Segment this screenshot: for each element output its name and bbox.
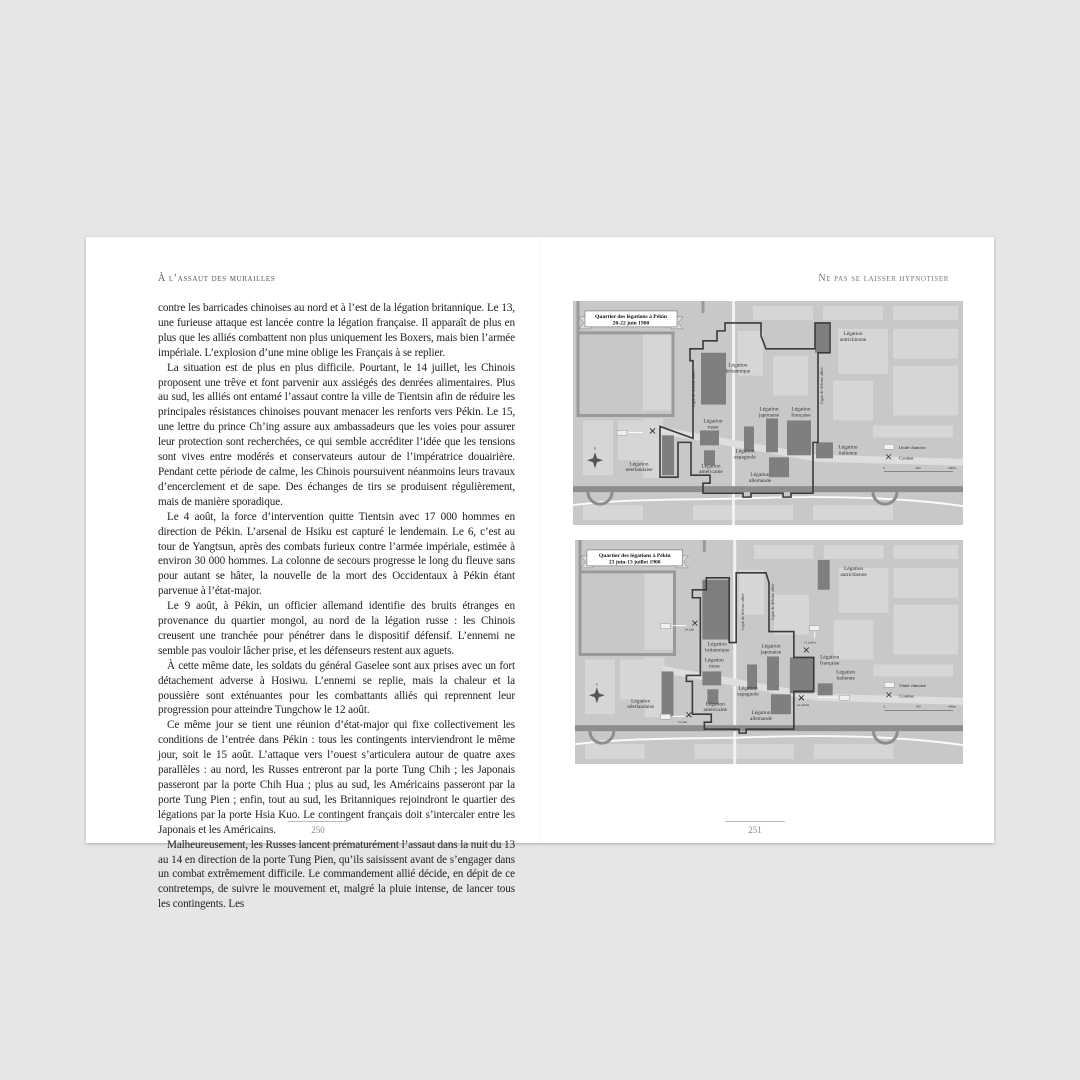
- svg-text:Légation: Légation: [836, 669, 855, 675]
- compass-rose-icon: N: [587, 446, 603, 469]
- svg-text:britannique: britannique: [726, 369, 751, 375]
- svg-text:200: 200: [915, 466, 920, 470]
- svg-text:Quartier des légations à Pékin: Quartier des légations à Pékin: [595, 314, 668, 320]
- svg-text:allemande: allemande: [749, 478, 772, 484]
- svg-text:23 juin-13 juillet 1900: 23 juin-13 juillet 1900: [609, 559, 661, 565]
- map-legations-june-23-july-13: 24 juin 13 juillet 1er juillet 23 juin N…: [575, 540, 963, 764]
- svg-text:N: N: [594, 446, 597, 450]
- svg-text:Légation: Légation: [761, 644, 780, 650]
- svg-text:24 juin: 24 juin: [685, 628, 695, 632]
- paragraph: À cette même date, les soldats du généra…: [158, 659, 515, 717]
- svg-text:200: 200: [916, 705, 921, 709]
- svg-text:néerlandaise: néerlandaise: [627, 704, 654, 710]
- svg-text:Légation: Légation: [752, 710, 771, 716]
- svg-text:russe: russe: [709, 663, 721, 669]
- paragraph: Malheureusement, les Russes lancent prém…: [158, 838, 515, 911]
- svg-text:0: 0: [884, 705, 886, 709]
- paragraph: Le 4 août, la force d’intervention quitt…: [158, 510, 515, 598]
- book-spread: À l’assaut des murailles Ne pas se laiss…: [86, 237, 994, 910]
- page-number-right: 251: [725, 821, 785, 835]
- svg-text:Légation: Légation: [750, 472, 769, 478]
- svg-text:Légation: Légation: [838, 444, 857, 450]
- svg-text:britannique: britannique: [705, 648, 730, 654]
- svg-text:Légation: Légation: [820, 654, 839, 660]
- svg-text:N: N: [596, 682, 599, 686]
- svg-text:japonaise: japonaise: [760, 649, 782, 655]
- svg-text:23 juin: 23 juin: [678, 720, 688, 724]
- map-legend: Unité chinoise Combat 0 200 400m: [884, 682, 956, 711]
- svg-text:Unité chinoise: Unité chinoise: [899, 445, 926, 450]
- svg-text:Légation: Légation: [703, 418, 722, 424]
- svg-text:américaine: américaine: [704, 707, 728, 713]
- svg-text:Légation: Légation: [706, 701, 725, 707]
- map-legations-june-20-22: N Quartier des légations à Pékin 20-22 j…: [573, 301, 963, 525]
- svg-text:13 juillet: 13 juillet: [804, 641, 816, 645]
- svg-text:Légation: Légation: [739, 685, 758, 691]
- paragraph: contre les barricades chinoises au nord …: [158, 302, 515, 359]
- svg-text:Légation: Légation: [791, 407, 810, 413]
- svg-text:Légation: Légation: [629, 461, 648, 467]
- svg-text:Légation: Légation: [735, 448, 754, 454]
- svg-text:Légation: Légation: [701, 463, 720, 469]
- svg-text:Combat: Combat: [899, 693, 914, 698]
- svg-text:Légation: Légation: [708, 642, 727, 648]
- chinese-unit-icon: [616, 430, 628, 436]
- paragraph: La situation est de plus en plus diffici…: [158, 361, 515, 508]
- svg-text:400m: 400m: [948, 705, 956, 709]
- combat-icon: [686, 620, 810, 718]
- svg-text:Légation: Légation: [843, 331, 862, 337]
- svg-text:japonaise: japonaise: [758, 412, 780, 418]
- running-head-right: Ne pas se laisser hypnotiser: [818, 273, 949, 284]
- svg-text:autrichienne: autrichienne: [840, 572, 867, 578]
- running-head-left: À l’assaut des murailles: [158, 273, 276, 284]
- svg-text:espagnole: espagnole: [737, 691, 759, 697]
- svg-text:Légation: Légation: [728, 363, 747, 369]
- svg-text:Légation: Légation: [759, 407, 778, 413]
- svg-text:Ligne de défense alliée: Ligne de défense alliée: [740, 593, 745, 630]
- map-title-banner: Quartier des légations à Pékin 20-22 jui…: [578, 310, 684, 330]
- compass-rose-icon: N: [588, 682, 605, 704]
- paragraph: Le 9 août, à Pékin, un officier allemand…: [158, 600, 515, 657]
- svg-text:Quartier des légations à Pékin: Quartier des légations à Pékin: [599, 553, 671, 559]
- svg-text:0: 0: [883, 466, 885, 470]
- svg-text:russe: russe: [707, 424, 719, 430]
- svg-text:autrichienne: autrichienne: [840, 337, 867, 343]
- svg-text:néerlandaise: néerlandaise: [626, 467, 654, 473]
- svg-text:italienne: italienne: [839, 450, 858, 456]
- svg-text:espagnole: espagnole: [734, 454, 756, 460]
- combat-icon: [649, 428, 656, 434]
- page-number-left: 250: [288, 821, 348, 835]
- svg-text:Ligne de défense alliée: Ligne de défense alliée: [691, 370, 696, 407]
- svg-text:Ligne de défense alliée: Ligne de défense alliée: [819, 367, 824, 404]
- svg-text:20-22 juin 1900: 20-22 juin 1900: [613, 320, 650, 326]
- svg-text:allemande: allemande: [750, 716, 773, 722]
- svg-text:Légation: Légation: [705, 657, 724, 663]
- svg-text:Ligne de défense alliée: Ligne de défense alliée: [770, 583, 775, 620]
- svg-text:Unité chinoise: Unité chinoise: [899, 683, 925, 688]
- gutter: [540, 237, 541, 843]
- svg-text:400m: 400m: [948, 466, 956, 470]
- svg-text:Légation: Légation: [844, 566, 863, 572]
- svg-text:française: française: [820, 659, 840, 666]
- body-text: contre les barricades chinoises au nord …: [158, 301, 515, 912]
- svg-text:italienne: italienne: [836, 675, 855, 681]
- svg-text:Combat: Combat: [899, 455, 914, 460]
- svg-text:française: française: [791, 411, 811, 418]
- map-title-banner: Quartier des légations à Pékin 23 juin-1…: [580, 549, 689, 569]
- paragraph: Ce même jour se tient une réunion d’état…: [158, 719, 515, 836]
- svg-text:américaine: américaine: [699, 469, 723, 475]
- svg-text:1er juillet: 1er juillet: [796, 703, 809, 707]
- svg-text:Légation: Légation: [631, 698, 650, 704]
- map-legend: Unité chinoise Combat 0 200 400m: [883, 444, 956, 472]
